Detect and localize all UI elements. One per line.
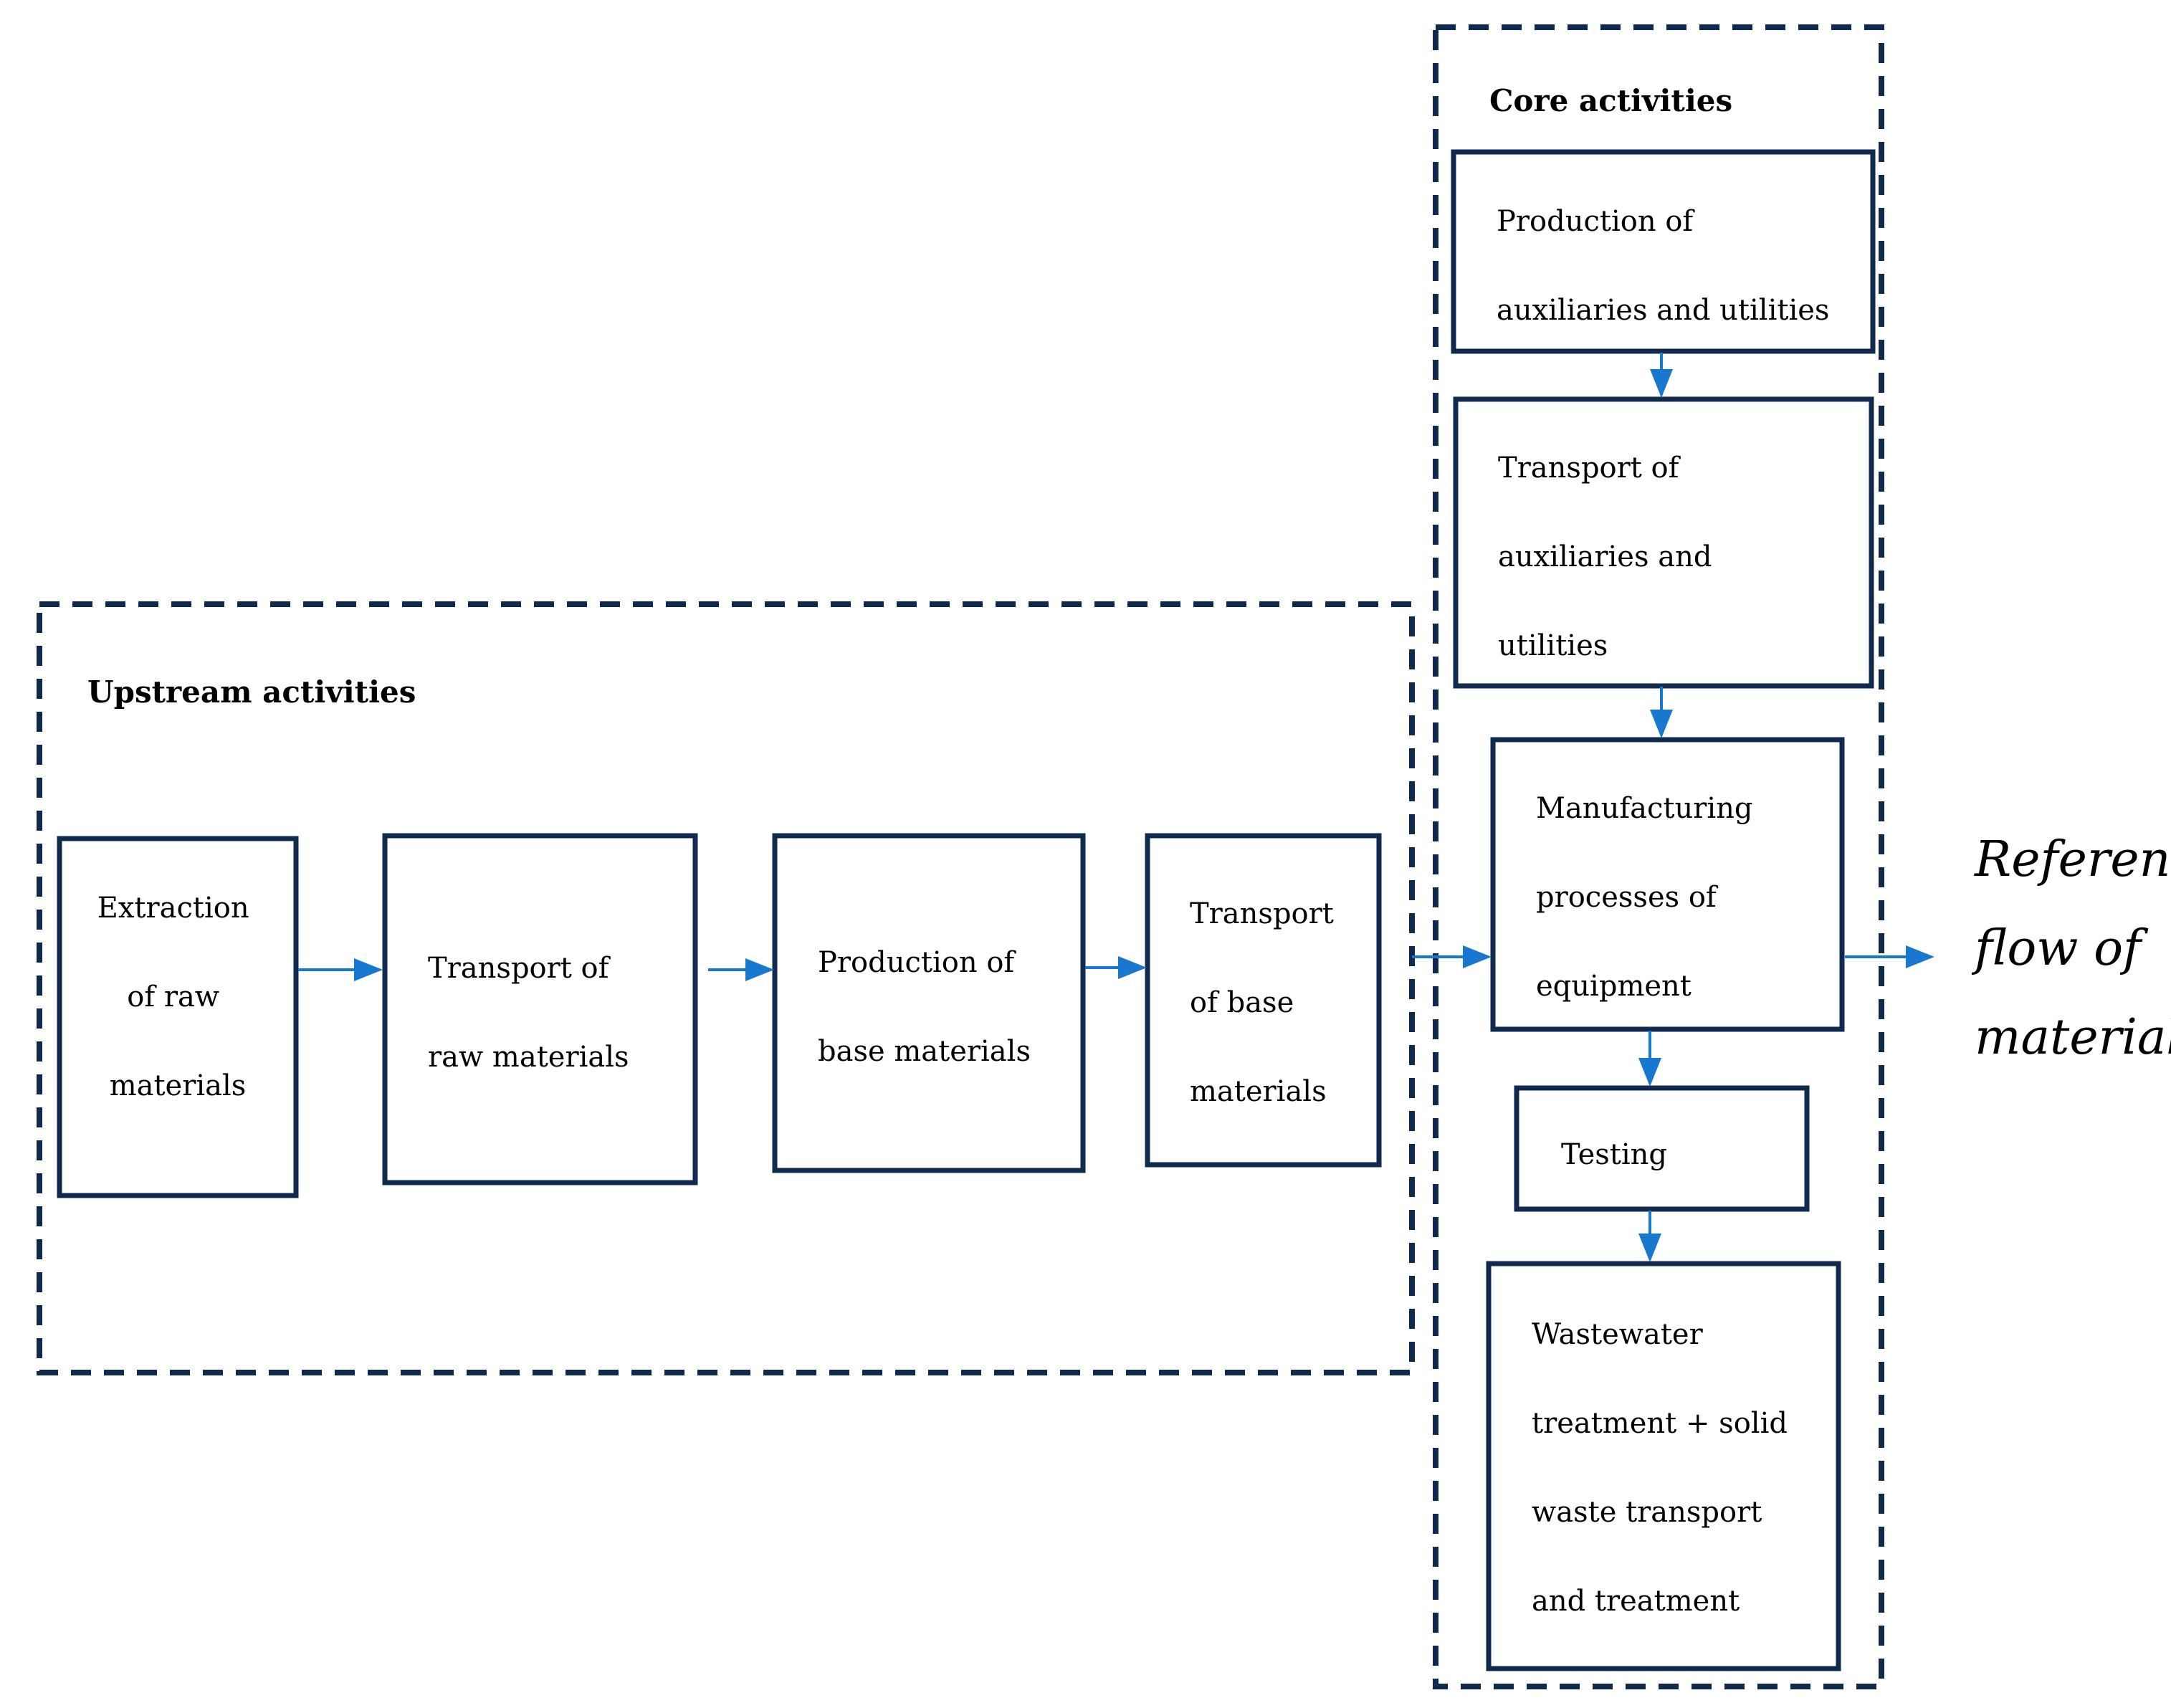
upstream-activities-group: Upstream activities: [37, 601, 1415, 1375]
box-label: Extraction of raw materials: [97, 892, 259, 1102]
production-of-auxiliaries-box: Production of auxiliaries and utilities: [1451, 149, 1876, 354]
transport-of-auxiliaries-box: Transport of auxiliaries and utilities: [1453, 396, 1874, 689]
box-label: Production of auxiliaries and utilities: [1497, 205, 1829, 327]
testing-box: Testing: [1514, 1085, 1810, 1212]
box-label-line: waste transport: [1532, 1496, 1762, 1529]
box-label-line: Transport: [1190, 897, 1334, 930]
reference-flow-label: Reference flow of material: [1971, 831, 2171, 1066]
core-activities-title: Core activities: [1489, 83, 1732, 118]
box-border: [1451, 149, 1876, 354]
box-label-line: materials: [110, 1069, 247, 1102]
box-label-line: Transport of: [1498, 452, 1681, 485]
box-label-line: Manufacturing: [1536, 792, 1753, 825]
reference-flow-line: material: [1975, 1009, 2171, 1066]
box-border: [382, 833, 698, 1185]
box-label-line: base materials: [818, 1035, 1031, 1068]
production-of-base-materials-box: Production of base materials: [772, 833, 1086, 1173]
box-border: [1514, 1085, 1810, 1212]
box-label: Transport of base materials: [1190, 897, 1343, 1108]
box-label: Transport of auxiliaries and utilities: [1498, 452, 1721, 662]
box-label-line: of base: [1190, 986, 1294, 1019]
manufacturing-processes-box: Manufacturing processes of equipment: [1490, 737, 1845, 1032]
box-label-line: raw materials: [428, 1041, 629, 1074]
box-label: Testing: [1561, 1138, 1667, 1171]
upstream-activities-boundary: [37, 601, 1415, 1375]
box-label-line: Wastewater: [1532, 1318, 1704, 1351]
box-label-line: utilities: [1498, 629, 1608, 662]
box-label-line: auxiliaries and: [1498, 540, 1712, 573]
box-label-line: Production of: [1497, 205, 1695, 238]
transport-of-raw-materials-box: Transport of raw materials: [382, 833, 698, 1185]
box-label-line: treatment + solid: [1532, 1407, 1788, 1440]
transport-of-base-materials-box: Transport of base materials: [1145, 833, 1382, 1168]
box-label: Manufacturing processes of equipment: [1536, 792, 1762, 1003]
box-border: [1145, 833, 1382, 1168]
box-label-line: Transport of: [428, 952, 611, 985]
reference-flow-line: Reference: [1973, 831, 2171, 888]
box-border: [1486, 1261, 1841, 1671]
box-label: Production of base materials: [818, 946, 1031, 1068]
box-border: [1490, 737, 1845, 1032]
box-label-line: processes of: [1536, 881, 1719, 914]
box-label-line: equipment: [1536, 970, 1692, 1003]
box-label-line: and treatment: [1532, 1585, 1740, 1618]
box-border: [772, 833, 1086, 1173]
core-activities-group: Core activities: [1433, 24, 1884, 1689]
box-border: [1453, 396, 1874, 689]
box-label: Transport of raw materials: [428, 952, 629, 1074]
reference-flow-line: flow of: [1971, 920, 2149, 977]
extraction-of-raw-materials-box: Extraction of raw materials: [57, 836, 299, 1198]
box-label-line: auxiliaries and utilities: [1497, 294, 1829, 327]
wastewater-treatment-box: Wastewater treatment + solid waste trans…: [1486, 1261, 1841, 1671]
box-label: Wastewater treatment + solid waste trans…: [1532, 1318, 1797, 1618]
box-label-line: of raw: [127, 981, 219, 1013]
box-label-line: Extraction: [97, 892, 249, 925]
box-border: [57, 836, 299, 1198]
box-label-line: Testing: [1561, 1138, 1667, 1171]
core-activities-boundary: [1433, 24, 1884, 1689]
box-label-line: materials: [1190, 1075, 1327, 1108]
flow-arrows: [298, 353, 1934, 1262]
box-label-line: Production of: [818, 946, 1016, 979]
upstream-activities-title: Upstream activities: [87, 674, 416, 710]
